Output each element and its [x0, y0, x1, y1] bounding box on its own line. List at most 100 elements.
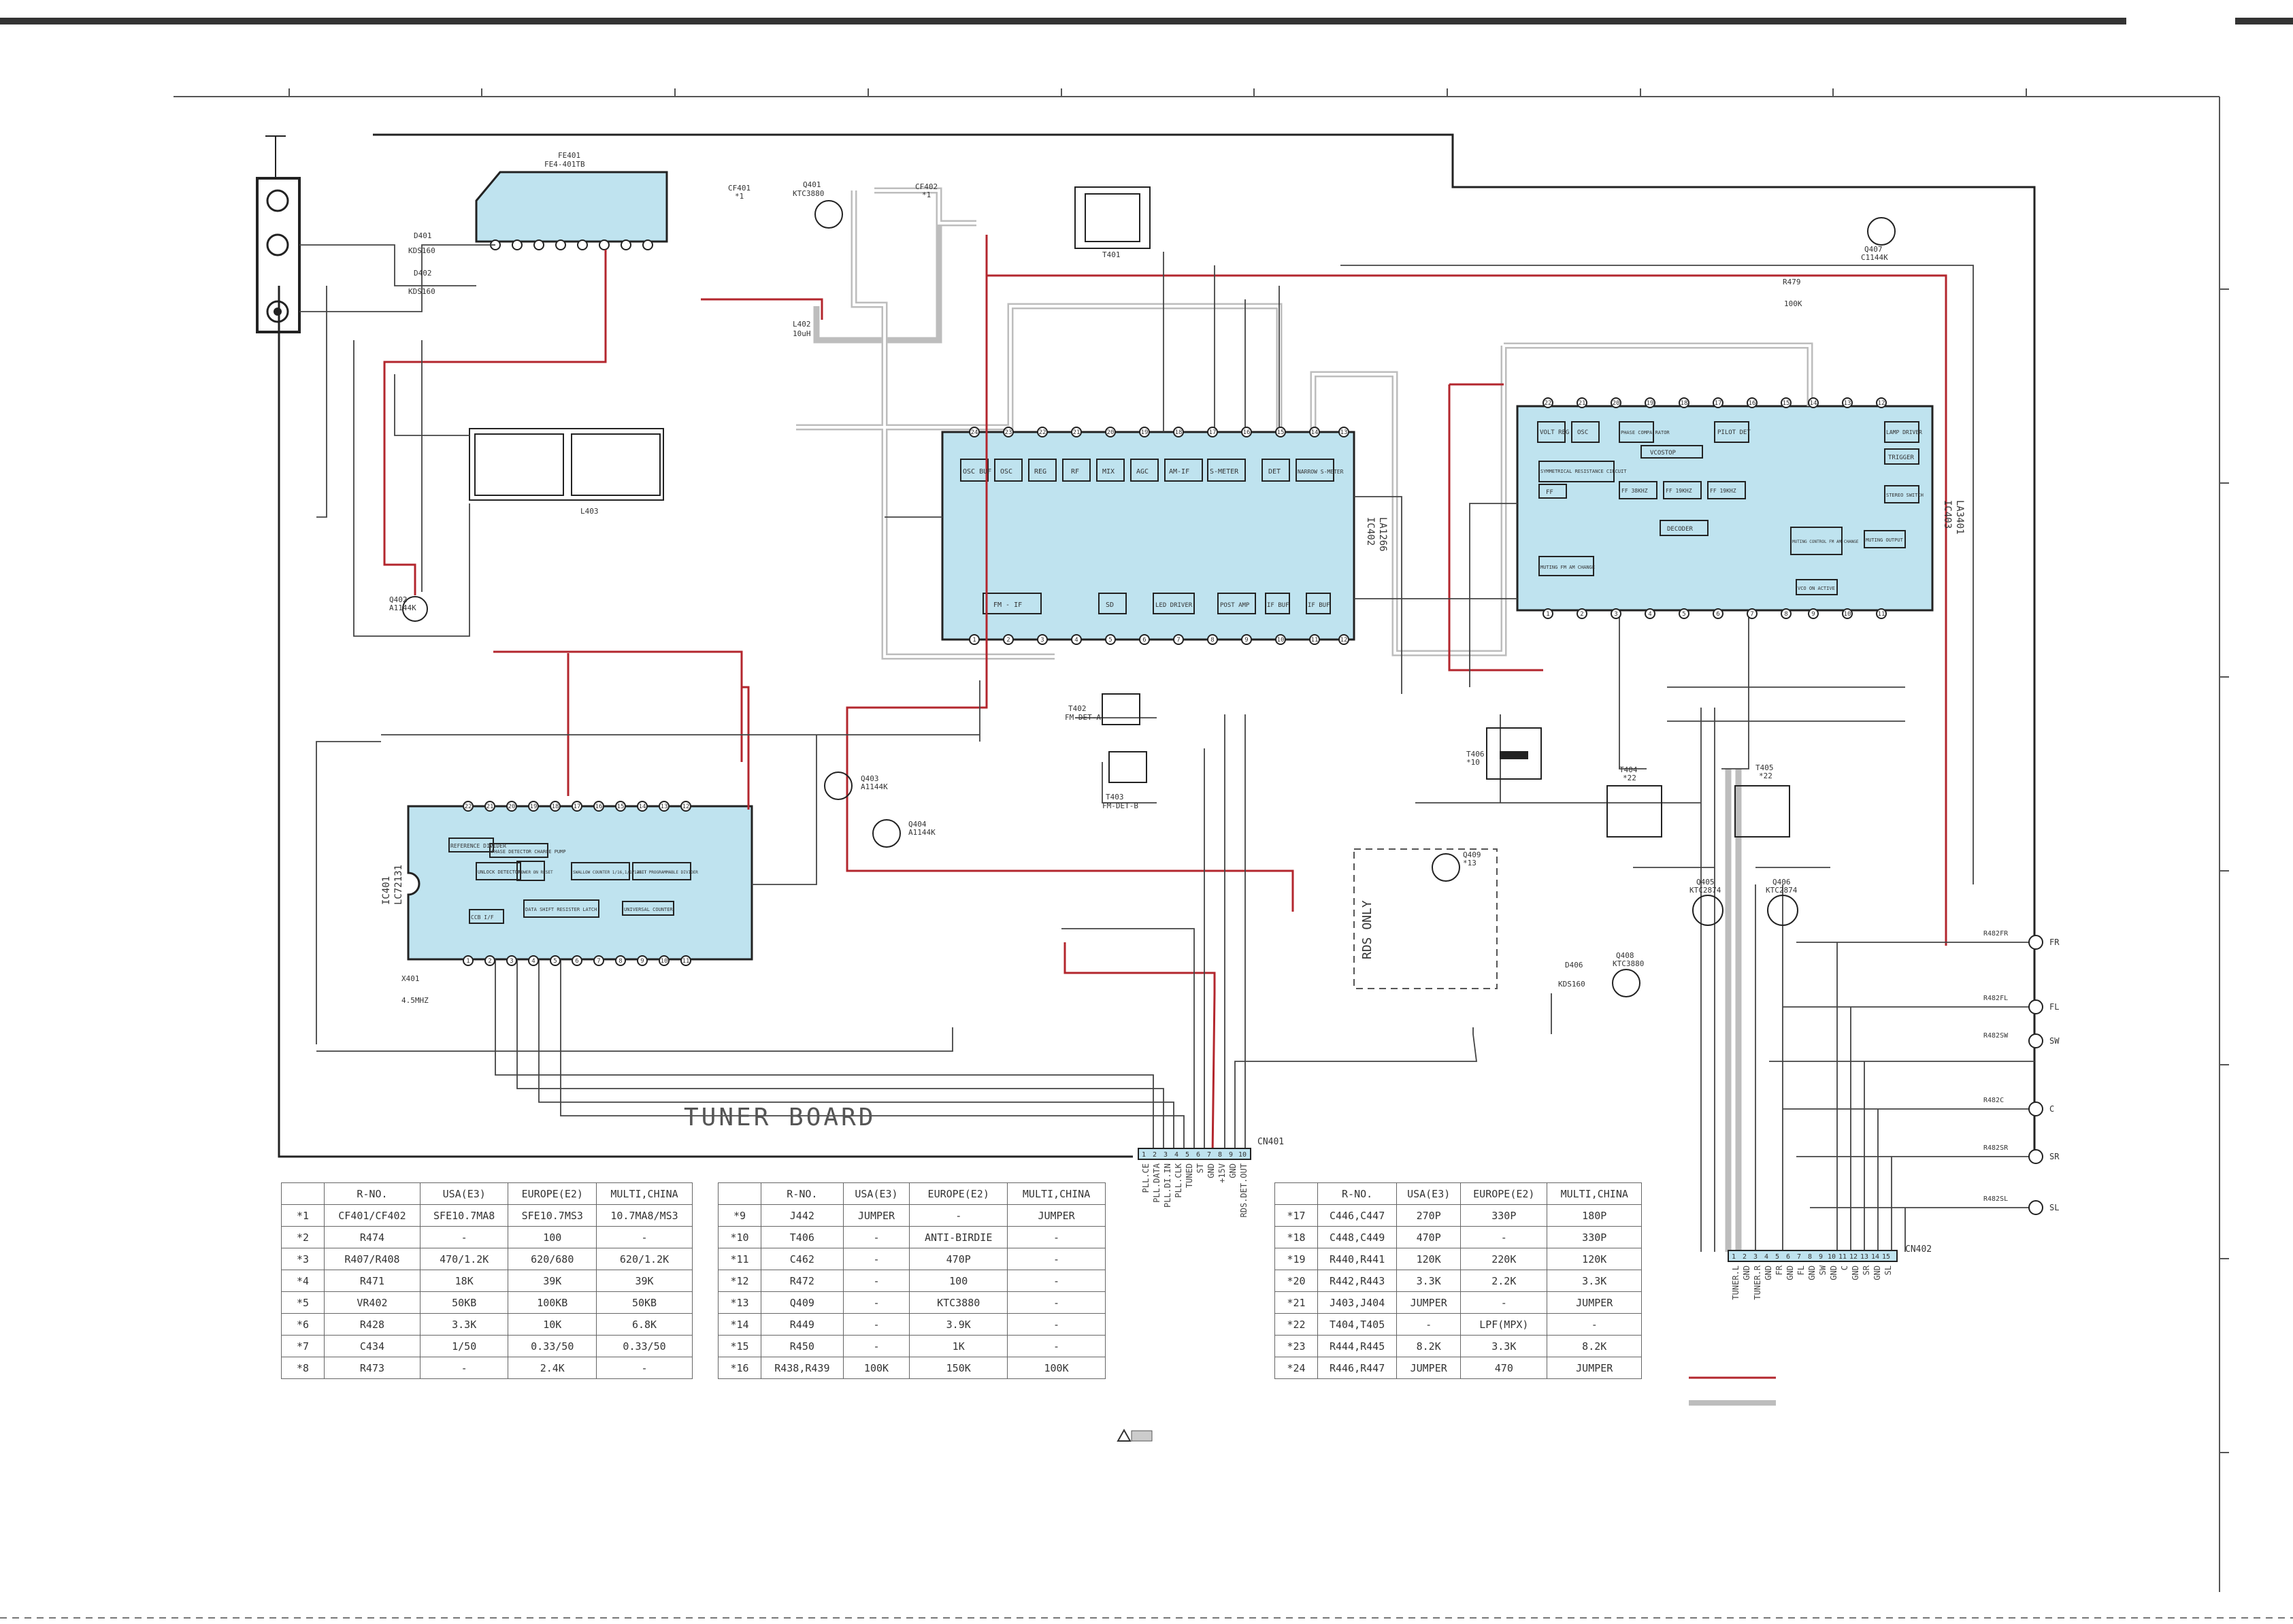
wiring: [299, 244, 2041, 1252]
ic403-pin-16: 16: [1749, 400, 1756, 407]
table-header-row: R-NO. USA(E3) EUROPE(E2) MULTI,CHINA: [281, 1182, 693, 1205]
ic402-block-s-meter: S-METER: [1210, 468, 1239, 476]
label-t402-note: FM-DET-A: [1065, 713, 1101, 722]
table-cell: *8: [281, 1357, 325, 1379]
label-t405: T405: [1755, 763, 1774, 772]
ic402-block-agc: AGC: [1136, 468, 1149, 476]
cn402-pin-1: 1: [1732, 1253, 1736, 1261]
cn402-sig-15: SL: [1883, 1265, 1893, 1276]
table-cell: 1/50: [419, 1335, 509, 1357]
table-cell: -: [1460, 1226, 1548, 1248]
ic403-block-decoder: DECODER: [1667, 526, 1694, 533]
rds-only-box: [1353, 848, 1498, 989]
table-cell: *14: [718, 1313, 761, 1336]
ic403-block-ff-19khz-2: FF 19KHZ: [1710, 488, 1736, 494]
ic401-pin-15: 15: [617, 803, 625, 810]
table-cell: *9: [718, 1204, 761, 1227]
ic401-block-power-on-reset: POWER ON RESET: [518, 870, 553, 875]
jack-label-c: C: [2049, 1104, 2054, 1114]
board-title: TUNER BOARD: [684, 1104, 876, 1131]
jack-label-fr: FR: [2049, 938, 2060, 947]
ic403-block-osc: OSC: [1577, 429, 1588, 436]
ic401-block-phase-detector: PHASE DETECTOR CHARGE PUMP: [491, 849, 566, 855]
jack-label-sr: SR: [2049, 1152, 2060, 1161]
table-cell: *12: [718, 1270, 761, 1292]
ic402-pin-3: 3: [1040, 637, 1044, 644]
ic402-pin-14: 14: [1311, 429, 1319, 436]
cn401-sig-8: +15V: [1217, 1163, 1227, 1183]
table-cell: R472: [761, 1270, 844, 1292]
label-x401: X401: [401, 974, 420, 983]
table-cell: 0.33/50: [508, 1335, 597, 1357]
table-cell: 3.3K: [1396, 1270, 1462, 1292]
table-cell: R440,R441: [1317, 1248, 1398, 1270]
ic403-block-trigger: TRIGGER: [1888, 454, 1915, 461]
table-cell: ANTI-BIRDIE: [909, 1226, 1008, 1248]
table-cell: 150K: [909, 1357, 1008, 1379]
ic403-block-volt-reg: VOLT REG: [1540, 429, 1569, 436]
cn401-connector: [1138, 1148, 1251, 1160]
table-cell: -: [1007, 1335, 1106, 1357]
ic403-block-ff-38khz: FF 38KHZ: [1621, 488, 1648, 494]
ic403-block-vco-on: VCO ON ACTIVE: [1798, 586, 1835, 591]
table-cell: C434: [324, 1335, 420, 1357]
cn402-sig-9: SW: [1818, 1265, 1828, 1276]
ic403-pins: [1543, 397, 1887, 619]
ic402-block-fm-if: FM - IF: [993, 601, 1022, 609]
variant-table-3: R-NO. USA(E3) EUROPE(E2) MULTI,CHINA *17…: [1274, 1182, 1642, 1379]
ic401-pin-10: 10: [661, 958, 668, 965]
table-header-rno: R-NO.: [1317, 1182, 1398, 1205]
ic402-pin-4: 4: [1074, 637, 1078, 644]
label-t403: T403: [1106, 793, 1124, 801]
ic401-pin-14: 14: [639, 803, 646, 810]
table-cell: R428: [324, 1313, 420, 1336]
label-q402-note: A1144K: [389, 603, 416, 612]
table-cell: 3.3K: [1547, 1270, 1642, 1292]
gray-signal-paths: [796, 187, 1813, 1252]
ic403-pin-12: 12: [1878, 400, 1885, 407]
table-cell: R471: [324, 1270, 420, 1292]
table-cell: LPF(MPX): [1460, 1313, 1548, 1336]
ic402-pin-numbers: 24 23 22 21 20 19 18 17 16 15 14 13 1 2 …: [971, 429, 1348, 644]
table-cell: SFE10.7MA8: [419, 1204, 509, 1227]
label-q408-note: KTC3880: [1613, 959, 1644, 968]
cn402-pin-4: 4: [1764, 1253, 1768, 1261]
ic403-block-lamp-driver: LAMP DRIVER: [1886, 429, 1922, 435]
ic403-pin-numbers: 22 21 20 19 18 17 16 15 14 13 12 1 2 3 4…: [1545, 400, 1885, 618]
table-cell: -: [1396, 1313, 1462, 1336]
table-cell: 100K: [1007, 1357, 1106, 1379]
table-cell: 8.2K: [1547, 1335, 1642, 1357]
component-ref-labels: FE401 FE4-401TB CF401 *1 Q401 KTC3880 CF…: [389, 151, 1888, 1005]
ic402-pin-10: 10: [1277, 637, 1285, 644]
table-header-blank: [718, 1182, 761, 1205]
table-cell: 100K: [842, 1357, 910, 1379]
label-cf402-note: *1: [922, 190, 931, 199]
warning-icon: [1117, 1428, 1153, 1442]
table-cell: R407/R408: [324, 1248, 420, 1270]
table-header-europe: EUROPE(E2): [909, 1182, 1008, 1205]
table-header-row: R-NO. USA(E3) EUROPE(E2) MULTI,CHINA: [718, 1182, 1106, 1205]
ic401-pin-22: 22: [465, 803, 472, 810]
table-cell: 50KB: [419, 1291, 509, 1314]
cn402-pin-15: 15: [1882, 1253, 1890, 1261]
cn401-sig-9: GND: [1228, 1163, 1238, 1178]
cn402-sig-14: GND: [1873, 1265, 1882, 1280]
ic401-part: LC72131: [393, 865, 404, 905]
cn402-pin-10: 10: [1828, 1253, 1836, 1261]
table-cell: 10K: [508, 1313, 597, 1336]
table-cell: T404,T405: [1317, 1313, 1398, 1336]
ic402-part: LA1266: [1377, 517, 1388, 552]
table-cell: -: [842, 1270, 910, 1292]
table-cell: 330P: [1460, 1204, 1548, 1227]
cn401-sig-3: PLL.DI.IN: [1163, 1163, 1172, 1208]
ic402-block-rf: RF: [1071, 468, 1079, 476]
ic403-block-labels: VOLT REG OSC PHASE COMPA RATOR PILOT DET…: [1540, 429, 1924, 591]
table-cell: *19: [1274, 1248, 1318, 1270]
